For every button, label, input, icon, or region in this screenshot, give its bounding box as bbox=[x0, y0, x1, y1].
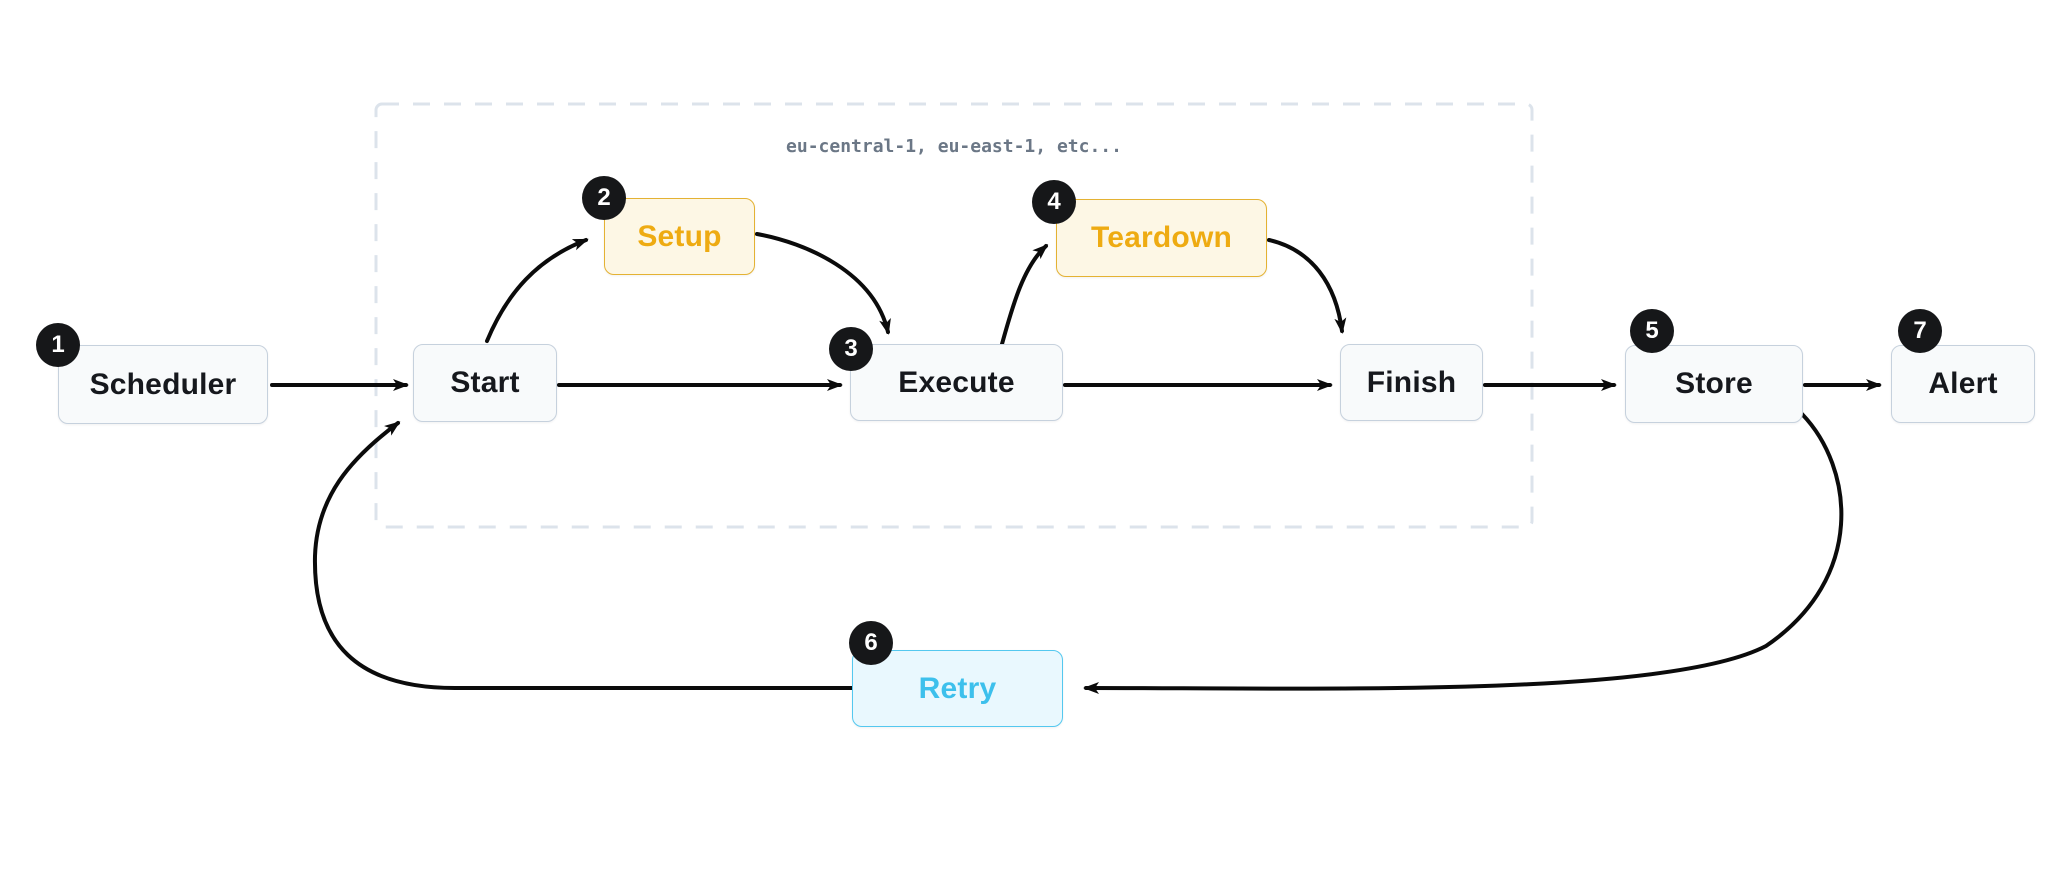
node-setup[interactable]: Setup bbox=[604, 198, 755, 275]
badge-setup-number: 2 bbox=[597, 184, 611, 211]
badge-alert: 7 bbox=[1898, 309, 1942, 353]
node-alert-label: Alert bbox=[1928, 367, 1998, 400]
node-retry-label: Retry bbox=[918, 671, 997, 705]
node-setup-label: Setup bbox=[637, 219, 722, 253]
badge-scheduler-number: 1 bbox=[51, 331, 65, 358]
badge-teardown: 4 bbox=[1032, 180, 1076, 224]
edge-start-setup bbox=[485, 238, 589, 343]
node-store-label: Store bbox=[1675, 367, 1753, 400]
badge-scheduler: 1 bbox=[36, 323, 80, 367]
edge-execute-teardown bbox=[1000, 243, 1049, 346]
region-dashed-box bbox=[374, 102, 1534, 529]
badge-store-number: 5 bbox=[1645, 317, 1659, 344]
node-start-label: Start bbox=[450, 366, 520, 399]
badge-setup: 2 bbox=[582, 176, 626, 220]
node-start[interactable]: Start bbox=[413, 344, 557, 422]
node-alert[interactable]: Alert bbox=[1891, 345, 2035, 423]
node-teardown[interactable]: Teardown bbox=[1056, 199, 1267, 277]
edge-teardown-finish bbox=[1267, 238, 1347, 334]
badge-retry: 6 bbox=[849, 621, 893, 665]
node-retry[interactable]: Retry bbox=[852, 650, 1063, 727]
badge-store: 5 bbox=[1630, 309, 1674, 353]
edge-retry-start bbox=[312, 421, 854, 690]
node-execute-label: Execute bbox=[898, 365, 1015, 399]
node-store[interactable]: Store bbox=[1625, 345, 1803, 423]
region-label: eu-central-1, eu-east-1, etc... bbox=[786, 136, 1122, 157]
badge-teardown-number: 4 bbox=[1047, 188, 1061, 215]
badge-execute-number: 3 bbox=[844, 335, 858, 362]
node-execute[interactable]: Execute bbox=[850, 344, 1063, 421]
node-finish-label: Finish bbox=[1366, 365, 1457, 399]
badge-retry-number: 6 bbox=[864, 629, 878, 656]
node-teardown-label: Teardown bbox=[1090, 221, 1233, 254]
edge-setup-execute bbox=[755, 232, 891, 335]
badge-alert-number: 7 bbox=[1913, 317, 1927, 344]
node-finish[interactable]: Finish bbox=[1340, 344, 1483, 421]
node-scheduler[interactable]: Scheduler bbox=[58, 345, 268, 424]
badge-execute: 3 bbox=[829, 327, 873, 371]
edge-store-retry bbox=[1083, 412, 1844, 695]
node-scheduler-label: Scheduler bbox=[89, 367, 237, 401]
